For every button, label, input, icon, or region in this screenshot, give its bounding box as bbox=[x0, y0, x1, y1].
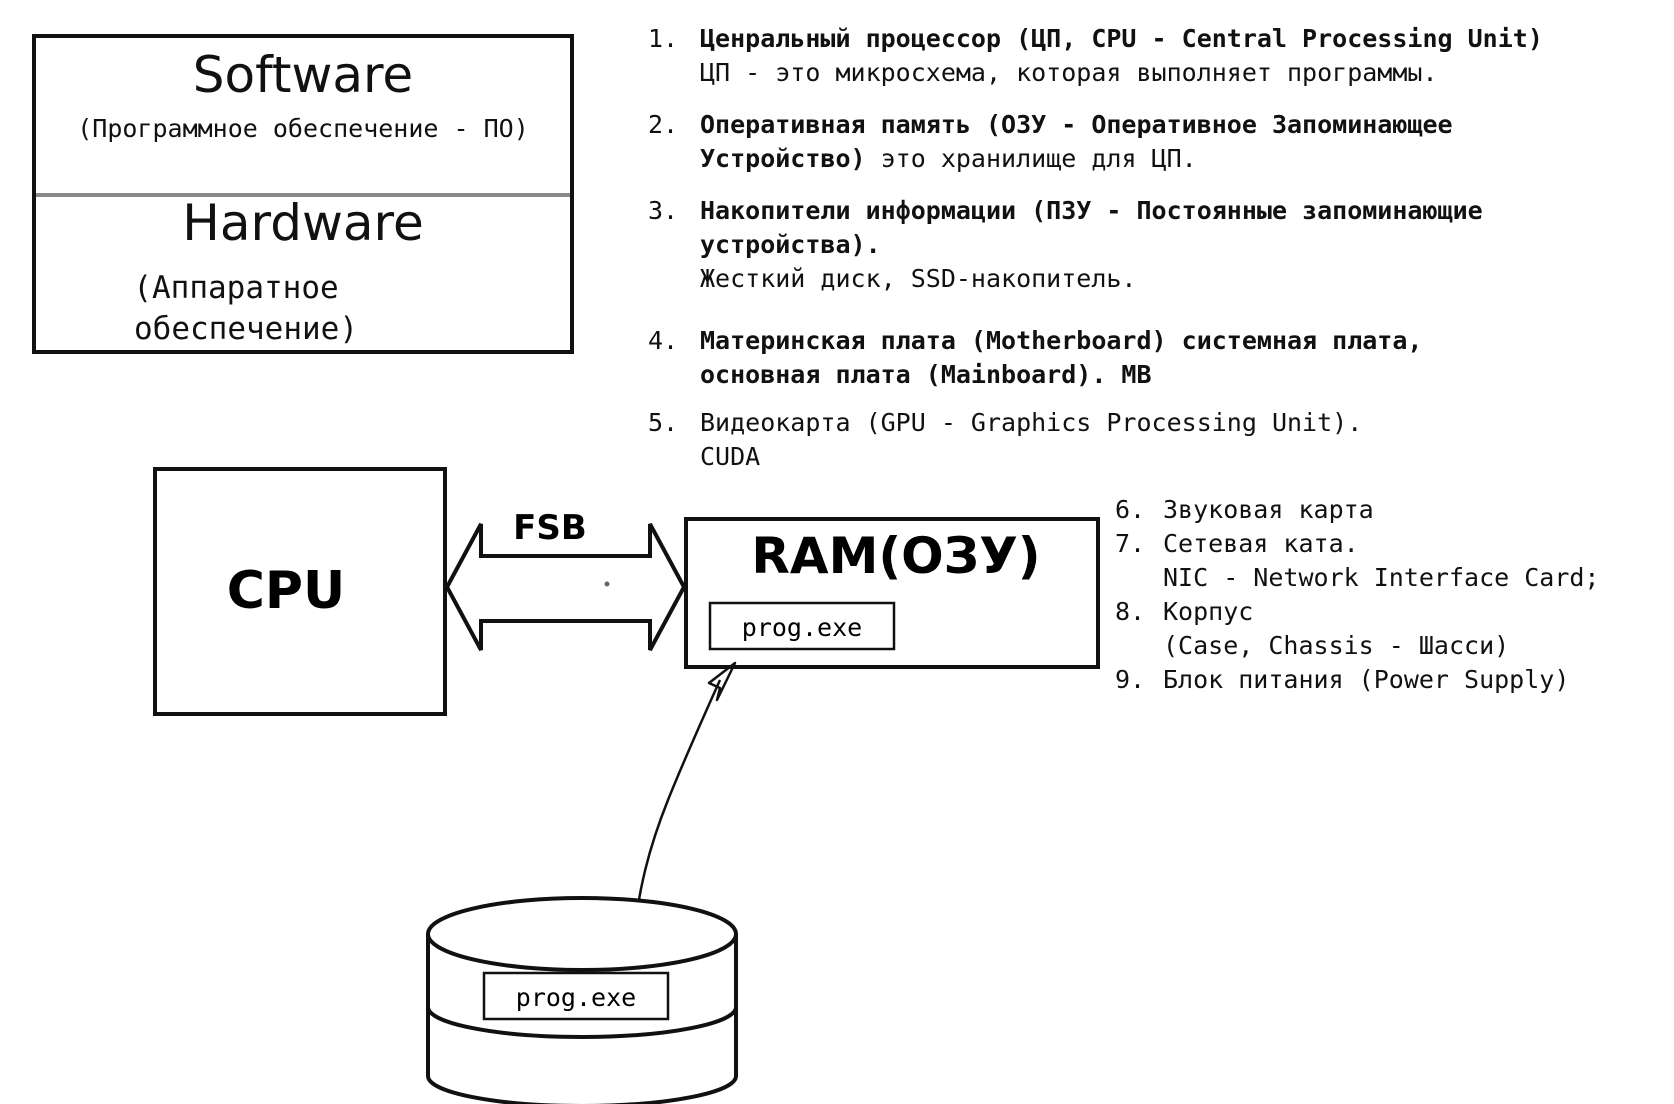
ram-program-box bbox=[708, 601, 896, 651]
layer-divider bbox=[36, 193, 570, 197]
stray-dot bbox=[604, 581, 610, 587]
item-title: Накопители информации (ПЗУ - Постоянные … bbox=[700, 196, 1483, 225]
cpu-box bbox=[153, 467, 447, 716]
software-subtitle: (Программное обеспечение - ПО) bbox=[77, 114, 529, 143]
item-title: Корпус bbox=[1163, 597, 1254, 626]
ram-box bbox=[684, 517, 1100, 669]
item-number: 6. bbox=[1115, 495, 1146, 524]
ram-label: RAM(ОЗУ) bbox=[751, 527, 1040, 585]
fsb-label: FSB bbox=[513, 508, 587, 548]
item-number: 8. bbox=[1115, 597, 1146, 626]
hardware-subtitle-line1: (Аппаратное bbox=[133, 270, 339, 306]
item-title: Звуковая карта bbox=[1163, 495, 1374, 524]
disk-program-label: prog.exe bbox=[516, 983, 636, 1012]
item-number: 2. bbox=[648, 110, 679, 139]
item-description: ЦП - это микросхема, которая выполняет п… bbox=[700, 58, 1438, 87]
item-description: Жесткий диск, SSD-накопитель. bbox=[700, 264, 1137, 293]
load-arrow-head bbox=[707, 661, 737, 702]
item-description: NIC - Network Interface Card; bbox=[1163, 563, 1600, 592]
item-number: 9. bbox=[1115, 665, 1146, 694]
disk-program-box bbox=[482, 971, 670, 1021]
hardware-subtitle-line2: обеспечение) bbox=[134, 311, 358, 347]
cpu-label: CPU bbox=[227, 561, 346, 621]
item-description: (Case, Chassis - Шасси) bbox=[1163, 631, 1510, 660]
software-hardware-layers: Software (Программное обеспечение - ПО) … bbox=[32, 34, 574, 354]
software-title: Software bbox=[192, 46, 414, 104]
hardware-subtitle: (Аппаратное обеспечение) bbox=[66, 268, 406, 350]
item-description: это хранилище для ЦП. bbox=[865, 144, 1197, 173]
item-number: 4. bbox=[648, 326, 679, 355]
item-title-cont: основная плата (Mainboard). MB bbox=[700, 360, 1152, 389]
hardware-title: Hardware bbox=[182, 194, 424, 252]
item-title: Блок питания (Power Supply) bbox=[1163, 665, 1570, 694]
item-number: 5. bbox=[648, 408, 679, 437]
item-number: 7. bbox=[1115, 529, 1146, 558]
ram-program-label: prog.exe bbox=[742, 613, 862, 642]
item-title: Видеокарта (GPU - Graphics Processing Un… bbox=[700, 408, 1363, 437]
item-title: Сетевая ката. bbox=[1163, 529, 1359, 558]
item-title: Оперативная память (ОЗУ - Оперативное За… bbox=[700, 110, 1453, 139]
item-title: Материнская плата (Motherboard) системна… bbox=[700, 326, 1423, 355]
item-title: Ценральный процессор (ЦП, CPU - Central … bbox=[700, 24, 1543, 53]
item-number: 3. bbox=[648, 196, 679, 225]
item-number: 1. bbox=[648, 24, 679, 53]
item-description: CUDA bbox=[700, 442, 761, 471]
item-title-cont: устройства). bbox=[700, 230, 881, 259]
item-title-cont: Устройство) bbox=[700, 144, 866, 173]
